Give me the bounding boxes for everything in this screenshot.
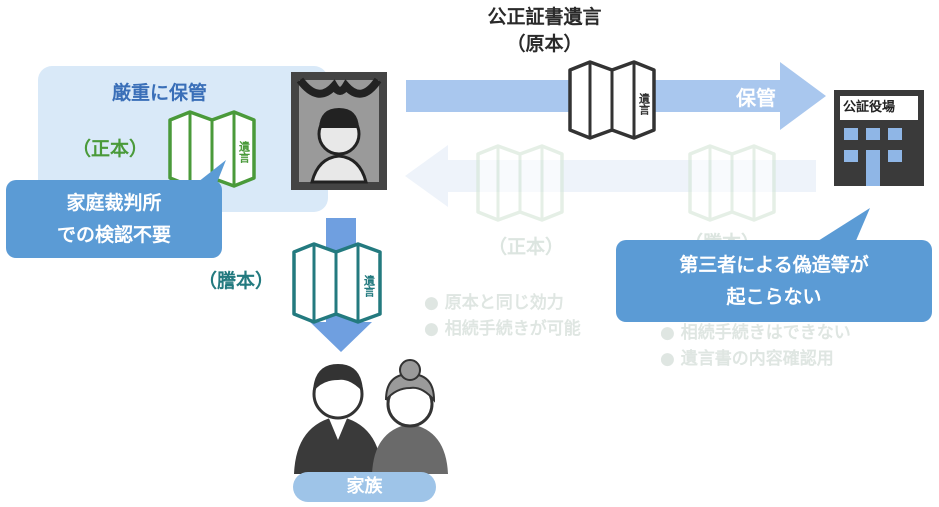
third-callout-line2: 起こらない <box>726 286 822 308</box>
title-line2: （原本） <box>506 33 583 55</box>
faded-seihon-document-icon <box>476 144 564 222</box>
original-document-icon: 遺言 <box>568 60 656 140</box>
memorial-portrait-icon <box>291 72 387 190</box>
family-man-icon <box>294 364 382 474</box>
third-callout-line1: 第三者による偽造等が <box>679 254 869 276</box>
doc-label-seihon: 遺言 <box>238 140 252 164</box>
bullet-inheritance-possible: ● 相続手続きが可能 <box>424 319 581 339</box>
bullet-inheritance-not-possible: ● 相続手続きはできない <box>660 323 851 343</box>
bullet-content-check: ● 遺言書の内容確認用 <box>660 349 834 369</box>
title-line1: 公正証書遺言 <box>487 6 602 28</box>
doc-label-tohon: 遺言 <box>363 274 377 298</box>
court-callout-line2: での検認不要 <box>56 224 171 246</box>
diagram-title: 公正証書遺言 （原本） <box>0 2 939 56</box>
third-party-callout: 第三者による偽造等が 起こらない <box>616 240 932 322</box>
notary-office-building-icon <box>834 90 924 186</box>
tohon-document-icon: 遺言 <box>292 242 382 324</box>
faded-tohon-document-icon <box>688 144 776 222</box>
third-callout-tail <box>810 208 870 250</box>
family-woman-icon <box>372 359 448 474</box>
seihon-document-icon: 遺言 <box>168 110 256 188</box>
court-callout-line1: 家庭裁判所 <box>66 192 162 214</box>
kept-securely-label: 厳重に保管 <box>112 82 208 104</box>
seihon-label: （正本） <box>72 138 149 160</box>
faded-seihon-label: （正本） <box>488 236 565 258</box>
doc-label-original: 遺言 <box>638 92 652 116</box>
bullet-same-effect: ● 原本と同じ効力 <box>424 293 564 313</box>
storage-label: 保管 <box>736 86 776 110</box>
notary-office-sign: 公証役場 <box>843 100 896 115</box>
court-callout: 家庭裁判所 での検認不要 <box>6 180 222 258</box>
tohon-label: （謄本） <box>198 270 275 292</box>
family-label: 家族 <box>293 472 436 502</box>
